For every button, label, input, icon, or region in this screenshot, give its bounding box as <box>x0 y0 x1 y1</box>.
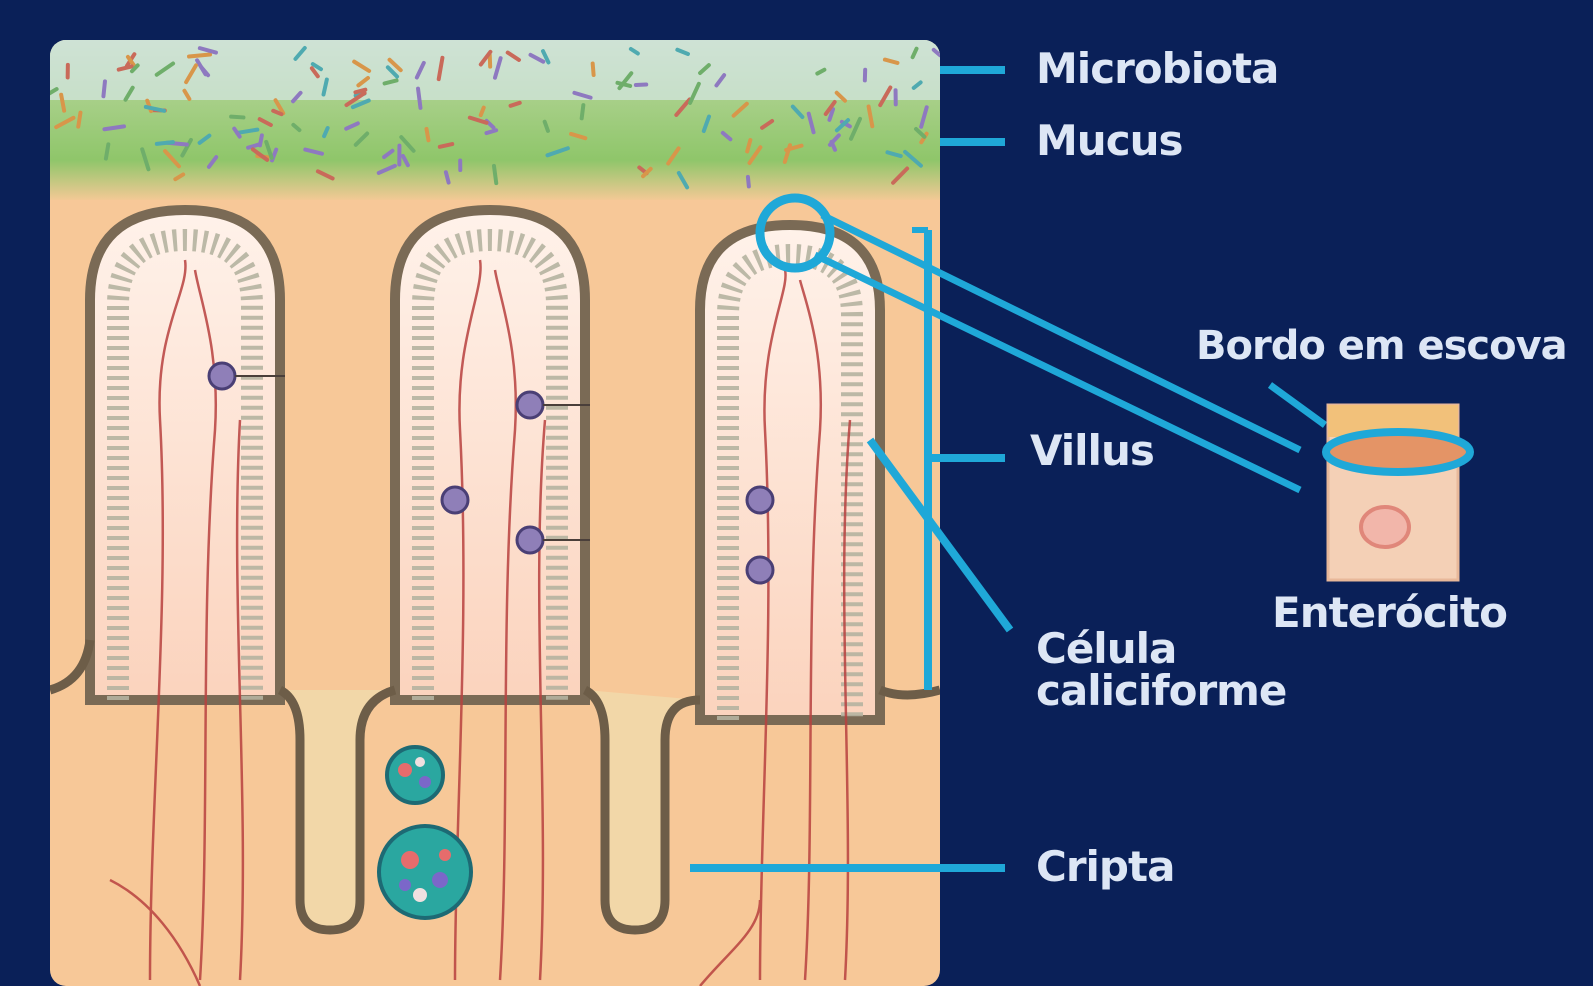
brush-border-highlight <box>1326 432 1470 472</box>
bacterium <box>189 55 210 57</box>
bacterium <box>440 144 452 147</box>
bacterium <box>157 142 173 144</box>
bacterium <box>106 144 108 158</box>
bacterium <box>593 63 594 75</box>
bacterium <box>486 130 496 133</box>
label-villus: Villus <box>1030 430 1154 472</box>
label-celula-caliciforme: Célula caliciforme <box>1036 628 1286 712</box>
bacterium <box>748 177 749 187</box>
label-mucus: Mucus <box>1036 120 1183 162</box>
bacterium <box>104 126 124 129</box>
bacterium <box>582 105 584 118</box>
label-celula-line2: caliciforme <box>1036 670 1286 712</box>
label-cripta: Cripta <box>1036 846 1174 888</box>
enterocyte-inset <box>1326 405 1470 580</box>
label-celula-line1: Célula <box>1036 628 1286 670</box>
bacterium <box>446 172 449 182</box>
label-bordo-em-escova: Bordo em escova <box>1196 326 1567 366</box>
leader-bordo <box>1270 385 1325 425</box>
bacterium <box>494 166 496 183</box>
label-microbiota: Microbiota <box>1036 48 1278 90</box>
villi-group <box>90 210 880 720</box>
outer-right-wall <box>880 690 940 695</box>
label-enterocito: Enterócito <box>1272 592 1507 634</box>
bacterium <box>481 108 484 115</box>
enterocyte-nucleus <box>1361 507 1409 547</box>
bacterium <box>78 113 80 127</box>
bacterium <box>103 81 105 96</box>
bacterium <box>426 129 428 140</box>
bacterium <box>418 89 420 108</box>
bacterium <box>231 117 243 118</box>
